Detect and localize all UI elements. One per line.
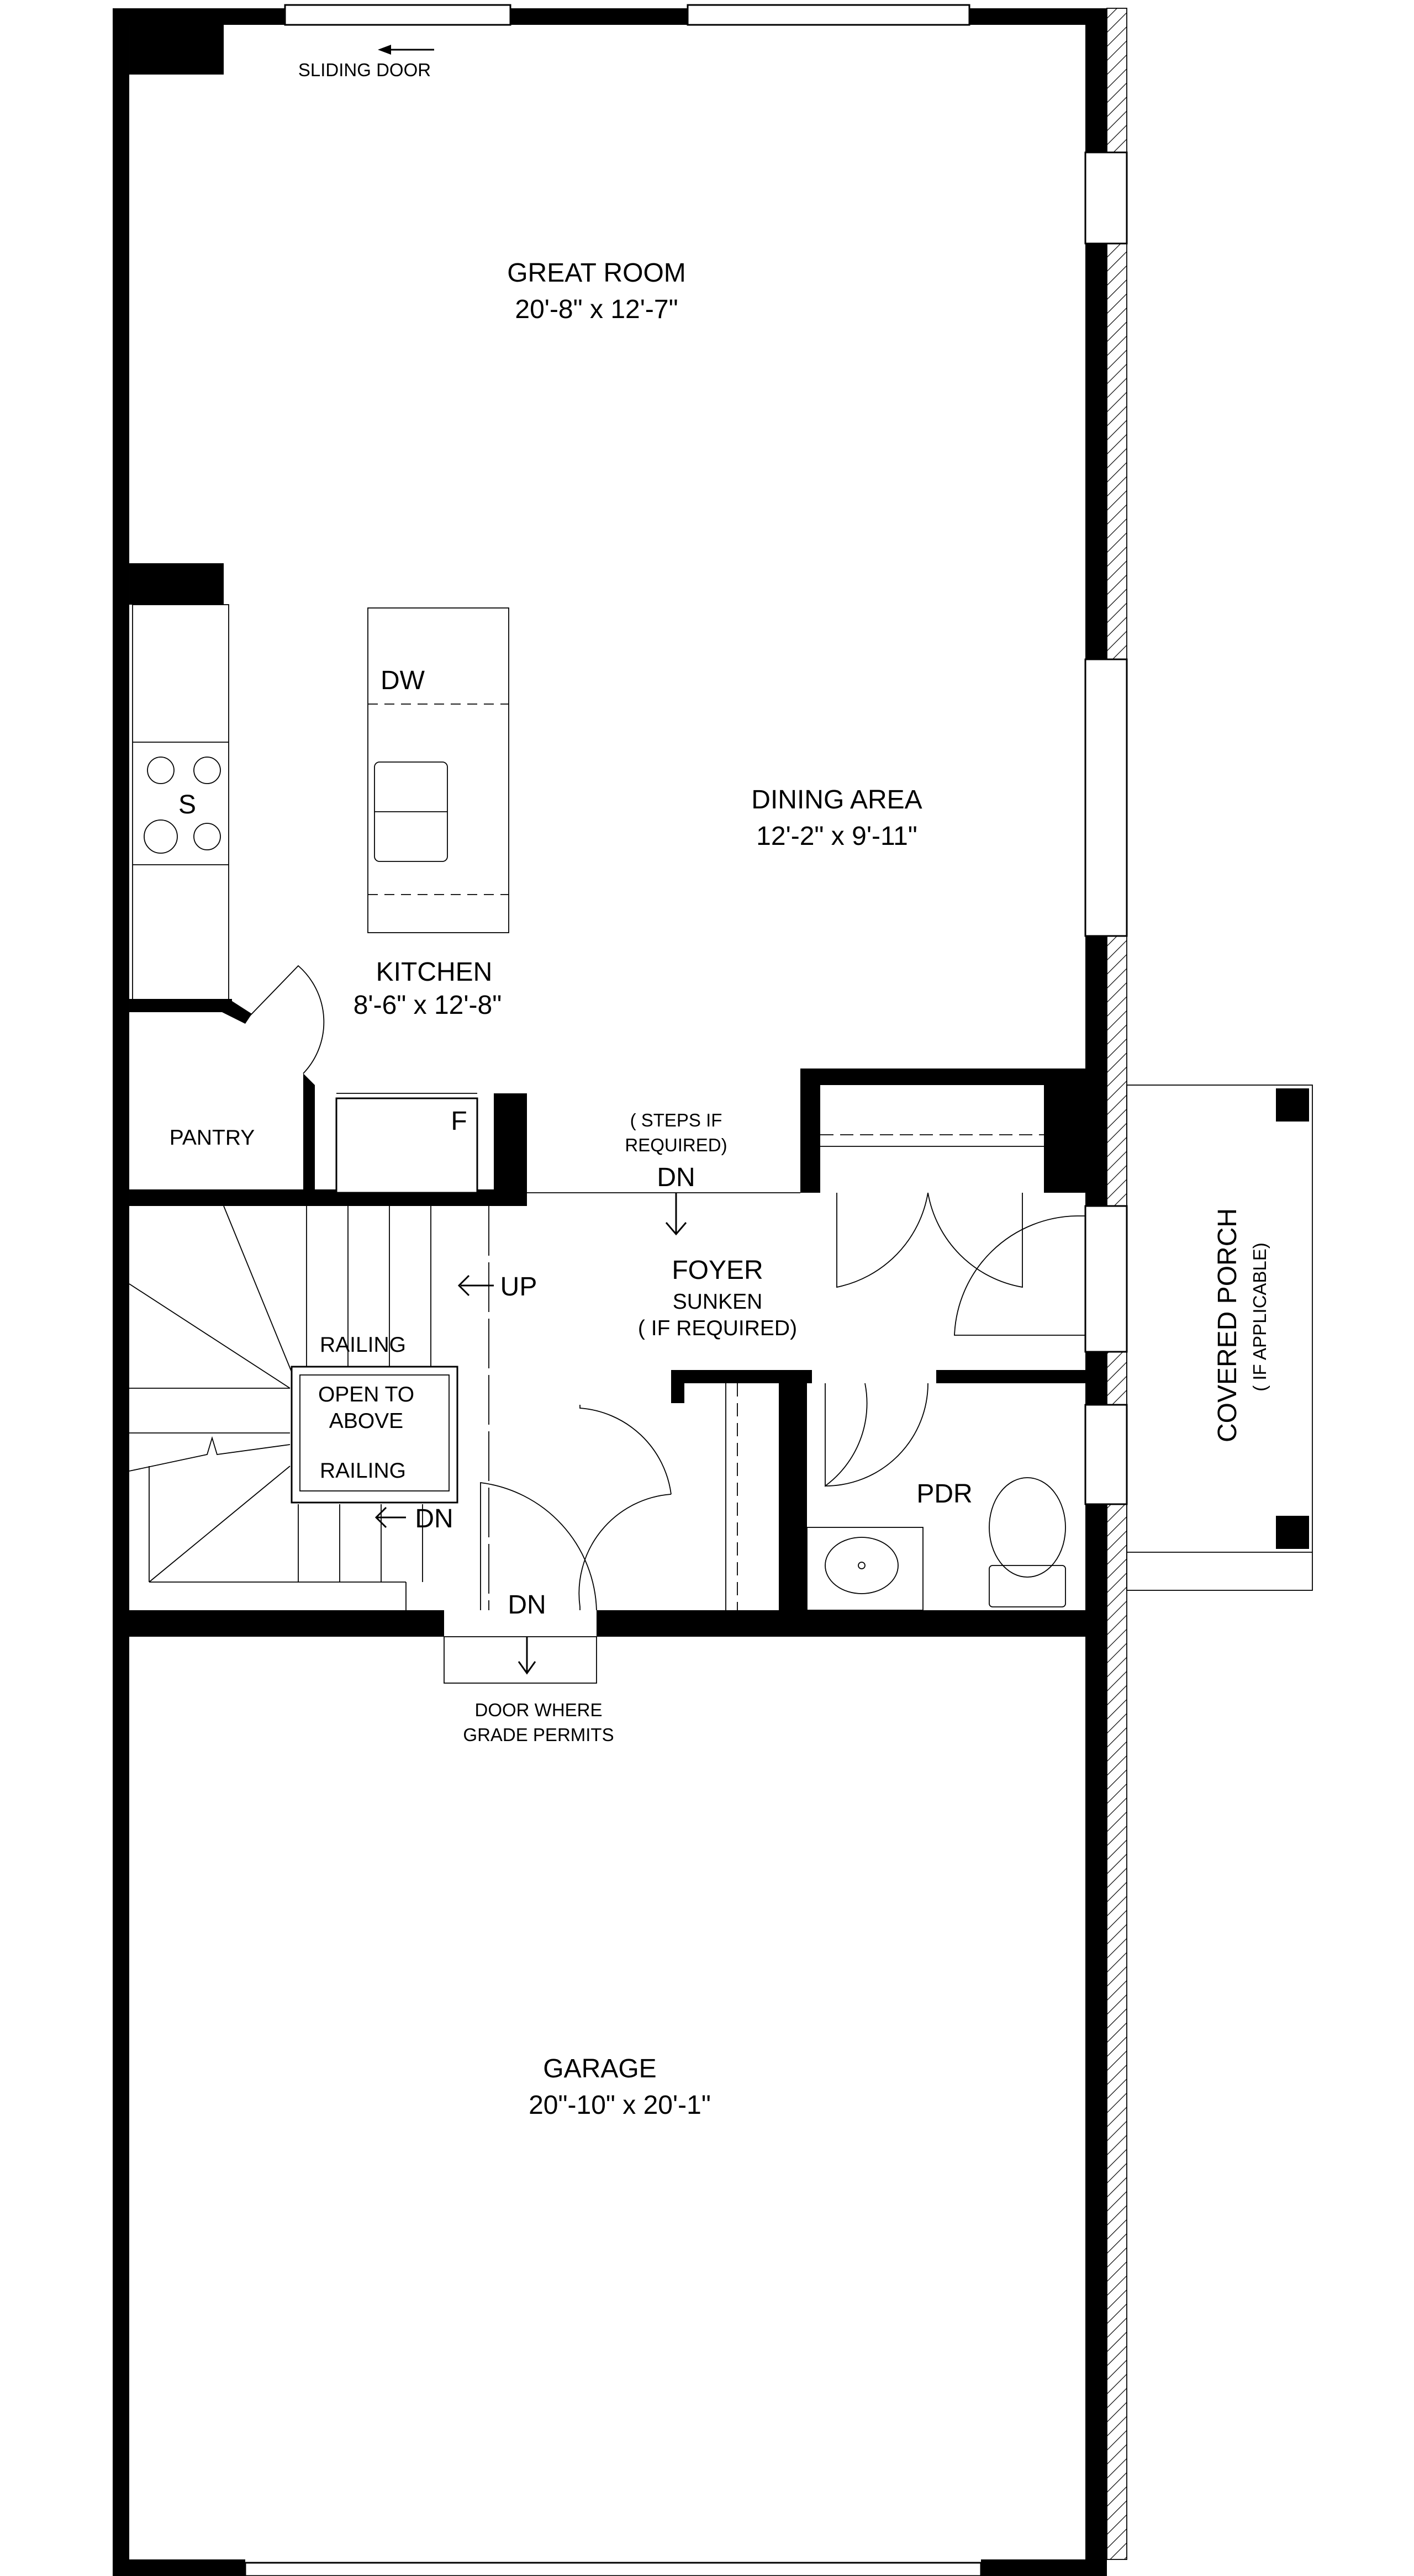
walls bbox=[113, 4, 1128, 2576]
garage-name: GARAGE bbox=[543, 2054, 656, 2083]
foyer-name: FOYER bbox=[672, 1256, 763, 1285]
bathroom-sink-icon bbox=[806, 1527, 924, 1611]
porch-name: COVERED PORCH bbox=[1213, 1208, 1242, 1442]
open-to-above-1: OPEN TO bbox=[318, 1383, 414, 1406]
open-to-above-2: ABOVE bbox=[329, 1409, 403, 1433]
railing-bottom-label: RAILING bbox=[320, 1459, 406, 1483]
stove-icon bbox=[144, 757, 221, 854]
steps-note-1: ( STEPS IF bbox=[630, 1110, 722, 1130]
covered-porch bbox=[1126, 1085, 1313, 1591]
foyer-sub2: ( IF REQUIRED) bbox=[638, 1316, 797, 1340]
labels: SLIDING DOOR GREAT ROOM 20'-8" x 12'-7" … bbox=[170, 60, 1270, 2120]
railing-top-label: RAILING bbox=[320, 1333, 406, 1357]
kitchen-name: KITCHEN bbox=[376, 958, 493, 987]
foyer-sub1: SUNKEN bbox=[673, 1290, 763, 1314]
stove-label: S bbox=[178, 790, 196, 819]
fridge-label: F bbox=[451, 1107, 467, 1136]
door-note-1: DOOR WHERE bbox=[475, 1700, 603, 1720]
toilet-icon bbox=[989, 1477, 1066, 1607]
fridge bbox=[335, 1097, 478, 1194]
great-room-size: 20'-8" x 12'-7" bbox=[515, 295, 678, 324]
kitchen-size: 8'-6" x 12'-8" bbox=[354, 991, 502, 1020]
pdr-label: PDR bbox=[916, 1479, 972, 1509]
fixtures bbox=[129, 45, 1313, 1684]
staircase bbox=[129, 1205, 494, 1610]
steps-note-2: REQUIRED) bbox=[625, 1135, 727, 1155]
stair-up-label: UP bbox=[500, 1272, 537, 1302]
sink-icon bbox=[374, 761, 448, 862]
stair-dn-label: DN bbox=[415, 1504, 453, 1533]
foyer-dn-label: DN bbox=[657, 1163, 695, 1192]
garage-size: 20"-10" x 20'-1" bbox=[529, 2091, 711, 2120]
porch-sub: ( IF APPLICABLE) bbox=[1249, 1242, 1270, 1392]
sliding-door-label: SLIDING DOOR bbox=[298, 60, 431, 80]
pantry-label: PANTRY bbox=[170, 1126, 255, 1150]
dining-size: 12'-2" x 9'-11" bbox=[756, 822, 917, 851]
dishwasher-label: DW bbox=[381, 666, 425, 695]
dining-name: DINING AREA bbox=[751, 785, 922, 814]
garage-dn-label: DN bbox=[508, 1590, 546, 1620]
door-note-2: GRADE PERMITS bbox=[463, 1725, 614, 1745]
great-room-name: GREAT ROOM bbox=[507, 258, 686, 288]
